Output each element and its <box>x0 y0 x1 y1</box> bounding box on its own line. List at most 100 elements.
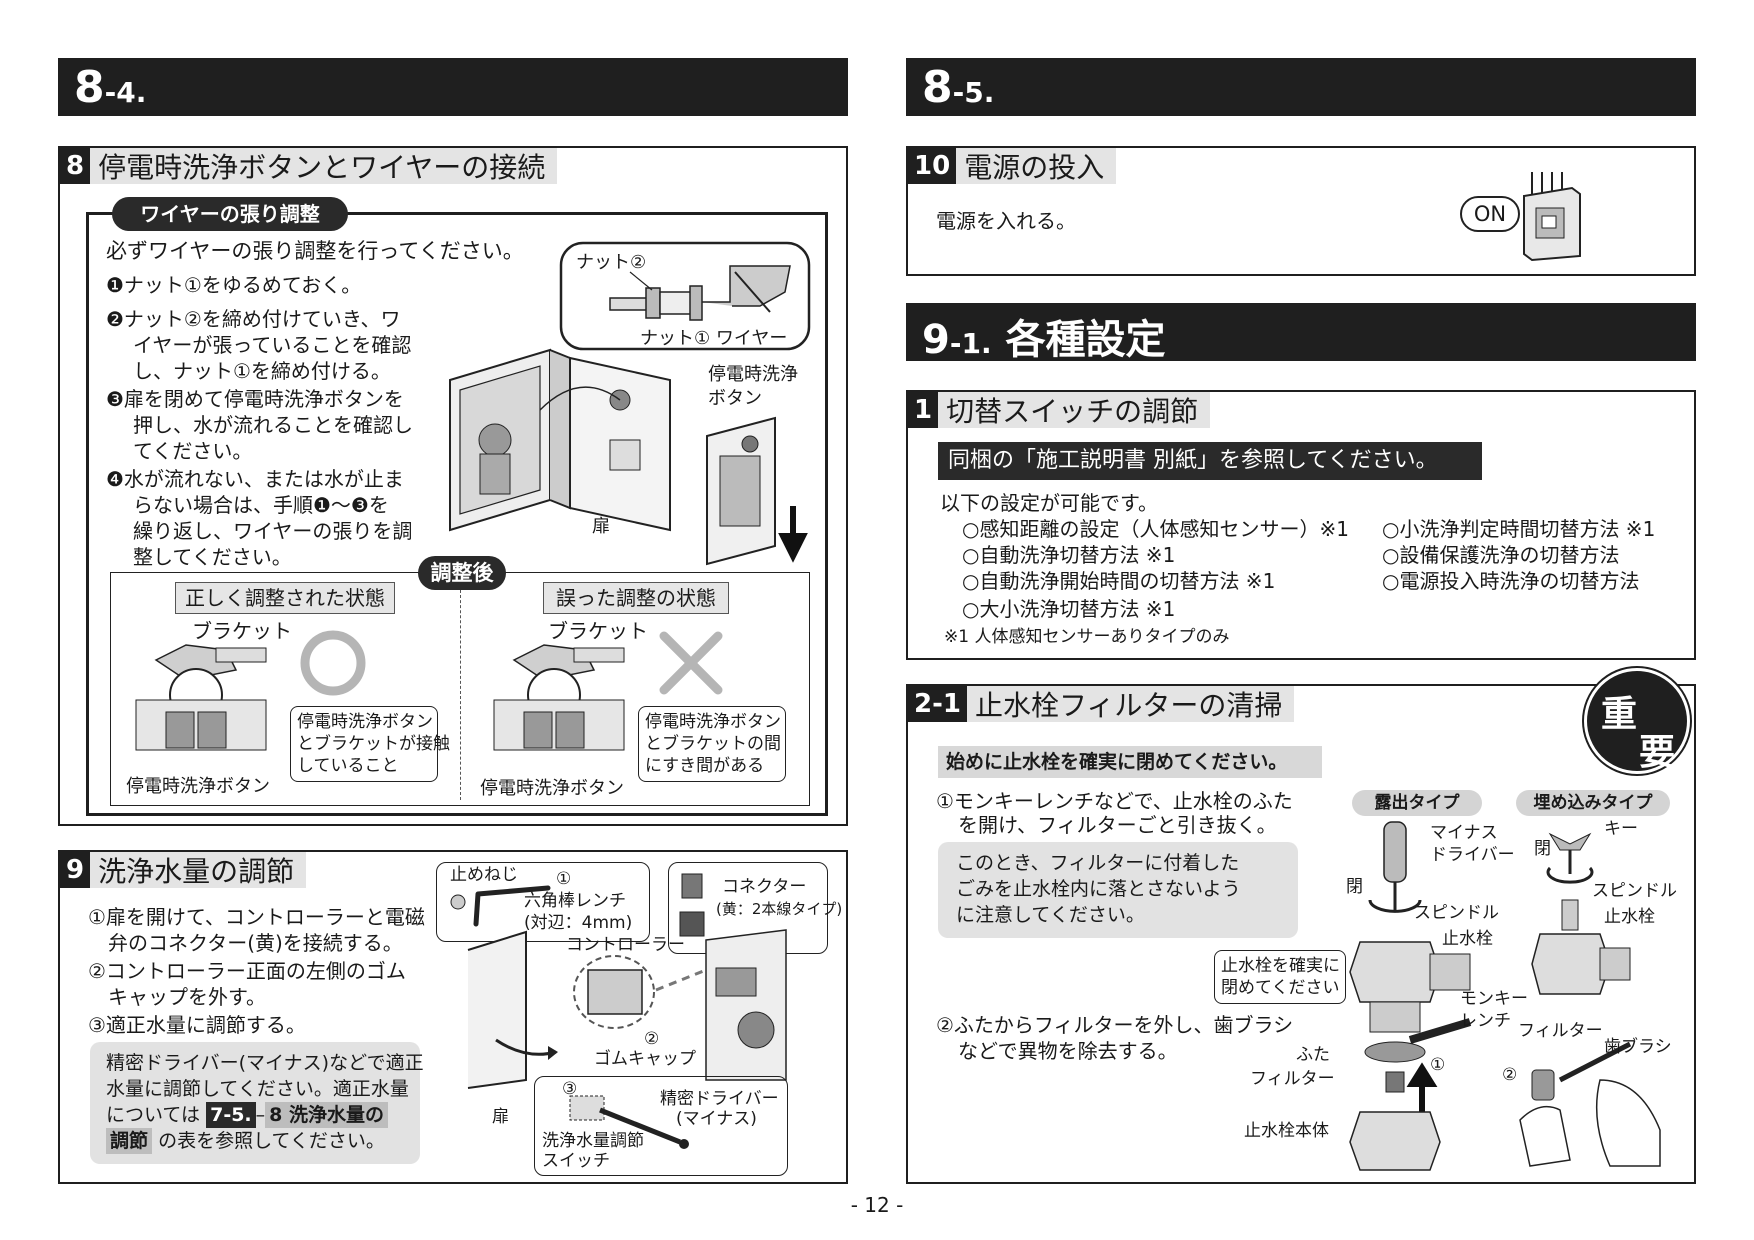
hex-one-label: ① <box>556 869 572 889</box>
nut1-wire-label: ナット① ワイヤー <box>640 328 788 349</box>
embedded-valve-illustration <box>1531 832 1631 995</box>
setting-item: ○自動洗浄切替方法 ※1 <box>962 543 1176 567</box>
wire-adjust-frame <box>86 212 828 816</box>
door-panel-illustration <box>706 416 808 566</box>
important-badge: 重 要 <box>1584 668 1690 774</box>
step-one-marker: ① <box>1430 1055 1446 1075</box>
toothbrush-label: 歯ブラシ <box>1604 1037 1672 1057</box>
bracket-label-left: ブラケット <box>192 619 292 643</box>
key-label: キー <box>1604 819 1638 839</box>
button-label-l2: ボタン <box>708 388 762 409</box>
connector-illustration <box>679 873 705 937</box>
correct-note-callout: 停電時洗浄ボタン とブラケットが接触 していること <box>290 706 450 782</box>
driver-label-l1: 精密ドライバー <box>660 1089 779 1109</box>
cabinet-illustration <box>449 348 671 532</box>
button-label-correct: 停電時洗浄ボタン <box>126 776 270 797</box>
sec9-note-ref-line: については 7-5.–8 洗浄水量の <box>106 1102 404 1128</box>
setting-item: ○感知距離の設定（人体感知センサー）※1 <box>962 517 1349 541</box>
power-on-text: 電源を入れる。 <box>936 209 1076 233</box>
valve-label-exposed: 止水栓 <box>1442 929 1493 949</box>
driver-switch-illustration <box>569 1095 689 1149</box>
after-adjust-divider <box>460 590 461 800</box>
close-valve-callout: 止水栓を確実に 閉めてください <box>1214 950 1346 1004</box>
settings-header-bar: 9-1. 各種設定 <box>906 303 1696 363</box>
rubbercap-num: ② <box>644 1029 660 1049</box>
manual-reference-banner: 同梱の「施工説明書 別紙」を参照してください。 <box>938 442 1482 480</box>
wrong-state-label: 誤った調整の状態 <box>543 582 729 614</box>
sec9-step1-l2: 弁のコネクター(黄)を接続する。 <box>108 931 403 955</box>
section-9-heading: 9 洗浄水量の調節 <box>60 852 307 888</box>
controller-label: コントローラー <box>566 935 685 955</box>
sec21-step2-l2: などで異物を除去する。 <box>958 1039 1178 1063</box>
hex-size-label: (対辺：4mm) <box>524 913 633 933</box>
nut-detail-illustration <box>559 241 811 351</box>
wire-adjust-intro: 必ずワイヤーの張り調整を行ってください。 <box>106 239 524 263</box>
wrong-mechanism-illustration <box>493 644 625 751</box>
setting-item: ○設備保護洗浄の切替方法 <box>1382 543 1620 567</box>
step-2-l1: ❷ナット②を締め付けていき、ワ <box>106 307 401 331</box>
button-label-wrong: 停電時洗浄ボタン <box>480 778 624 799</box>
settings-intro: 以下の設定が可能です。 <box>940 491 1158 515</box>
correct-mechanism-illustration <box>135 644 267 751</box>
setting-item: ○電源投入時洗浄の切替方法 <box>1382 569 1640 593</box>
sec9-step1-l1: ①扉を開けて、コントローラーと電磁 <box>88 905 425 929</box>
hex-wrench-callout <box>436 862 650 942</box>
close-label-embedded: 閉 <box>1534 839 1551 859</box>
connector-sub-label: (黄：2本線タイプ) <box>716 900 843 918</box>
section-1-heading: 1 切替スイッチの調節 <box>908 392 1211 428</box>
switch-num: ③ <box>562 1079 578 1099</box>
spindle-label-embedded: スピンドル <box>1592 881 1677 901</box>
switch-label-l2: スイッチ <box>542 1151 610 1171</box>
hex-wrench-label: 六角棒レンチ <box>524 891 626 911</box>
wrong-note-callout: 停電時洗浄ボタン とブラケットの間 にすき間がある <box>638 706 786 782</box>
hex-wrench-illustration <box>450 885 551 927</box>
embedded-type-label: 埋め込みタイプ <box>1516 790 1670 816</box>
setting-item: ○大小洗浄切替方法 ※1 <box>962 597 1176 621</box>
step-3-l1: ❸扉を閉めて停電時洗浄ボタンを <box>106 387 404 411</box>
controller-cabinet-illustration <box>467 929 787 1089</box>
ref-adjust[interactable]: 調節 <box>106 1128 153 1154</box>
bracket-label-right: ブラケット <box>548 619 648 643</box>
step-4-l2: らない場合は、手順❶～❸を <box>133 493 389 517</box>
page-number: - 12 - <box>850 1193 904 1217</box>
driver-label-l2: (マイナス) <box>676 1109 757 1129</box>
section-8-heading: 8 停電時洗浄ボタンとワイヤーの接続 <box>60 148 558 184</box>
sec9-step2-l1: ②コントローラー正面の左側のゴム <box>88 959 406 983</box>
exposed-valve-illustration <box>1349 821 1472 1171</box>
breaker-icon <box>1523 172 1581 262</box>
close-valve-warning: 始めに止水栓を確実に閉めてください。 <box>938 746 1322 778</box>
monkey-label-l2: レンチ <box>1460 1011 1511 1031</box>
sec9-note-last-line: 調節 の表を参照してください。 <box>106 1128 404 1154</box>
valve-label-embedded: 止水栓 <box>1604 907 1655 927</box>
connector-label: コネクター <box>722 877 807 897</box>
correct-circle-mark <box>300 630 366 696</box>
sec9-note-box: 精密ドライバー(マイナス)などで適正 水量に調節してください。適正水量 について… <box>90 1042 424 1164</box>
step-2-l2: イヤーが張っていることを確認 <box>133 333 412 357</box>
left-header-bar: 8-4. <box>58 58 848 116</box>
sec9-step2-l2: キャップを外す。 <box>108 985 266 1009</box>
switch-callout <box>534 1076 788 1176</box>
step-4-l4: 整してください。 <box>133 545 292 569</box>
sec21-note-box: このとき、フィルターに付着した ごみを止水栓内に落とさないよう に注意してくださ… <box>938 842 1298 938</box>
setting-item: ○自動洗浄開始時間の切替方法 ※1 <box>962 569 1276 593</box>
left-header-num: 8-4. <box>74 62 147 113</box>
rubbercap-label: ゴムキャップ <box>594 1049 696 1069</box>
after-adjust-pill: 調整後 <box>418 556 506 590</box>
nut2-label: ナット② <box>576 252 647 273</box>
right-header-bar: 8-5. <box>906 58 1696 116</box>
correct-state-label: 正しく調整された状態 <box>175 582 395 614</box>
step-1: ❶ナット①をゆるめておく。 <box>106 273 362 297</box>
step-two-marker: ② <box>1502 1065 1518 1085</box>
ref-8-water[interactable]: 8 洗浄水量の <box>265 1102 388 1128</box>
sec21-step1-l2: を開け、フィルターごと引き抜く。 <box>958 813 1277 837</box>
filter-label-brush: フィルター <box>1518 1021 1603 1041</box>
section-1-box <box>906 390 1696 660</box>
section-2-1-heading: 2-1 止水栓フィルターの清掃 <box>908 686 1295 722</box>
close-label-exposed: 閉 <box>1346 877 1363 897</box>
ref-7-5[interactable]: 7-5. <box>206 1102 256 1128</box>
step-2-l3: し、ナット①を締め付ける。 <box>133 359 391 383</box>
wire-adjust-pill: ワイヤーの張り調整 <box>112 197 348 231</box>
right-header-num: 8-5. <box>922 62 995 113</box>
on-badge: ON <box>1460 196 1520 232</box>
section-10-heading: 10 電源の投入 <box>908 148 1117 184</box>
